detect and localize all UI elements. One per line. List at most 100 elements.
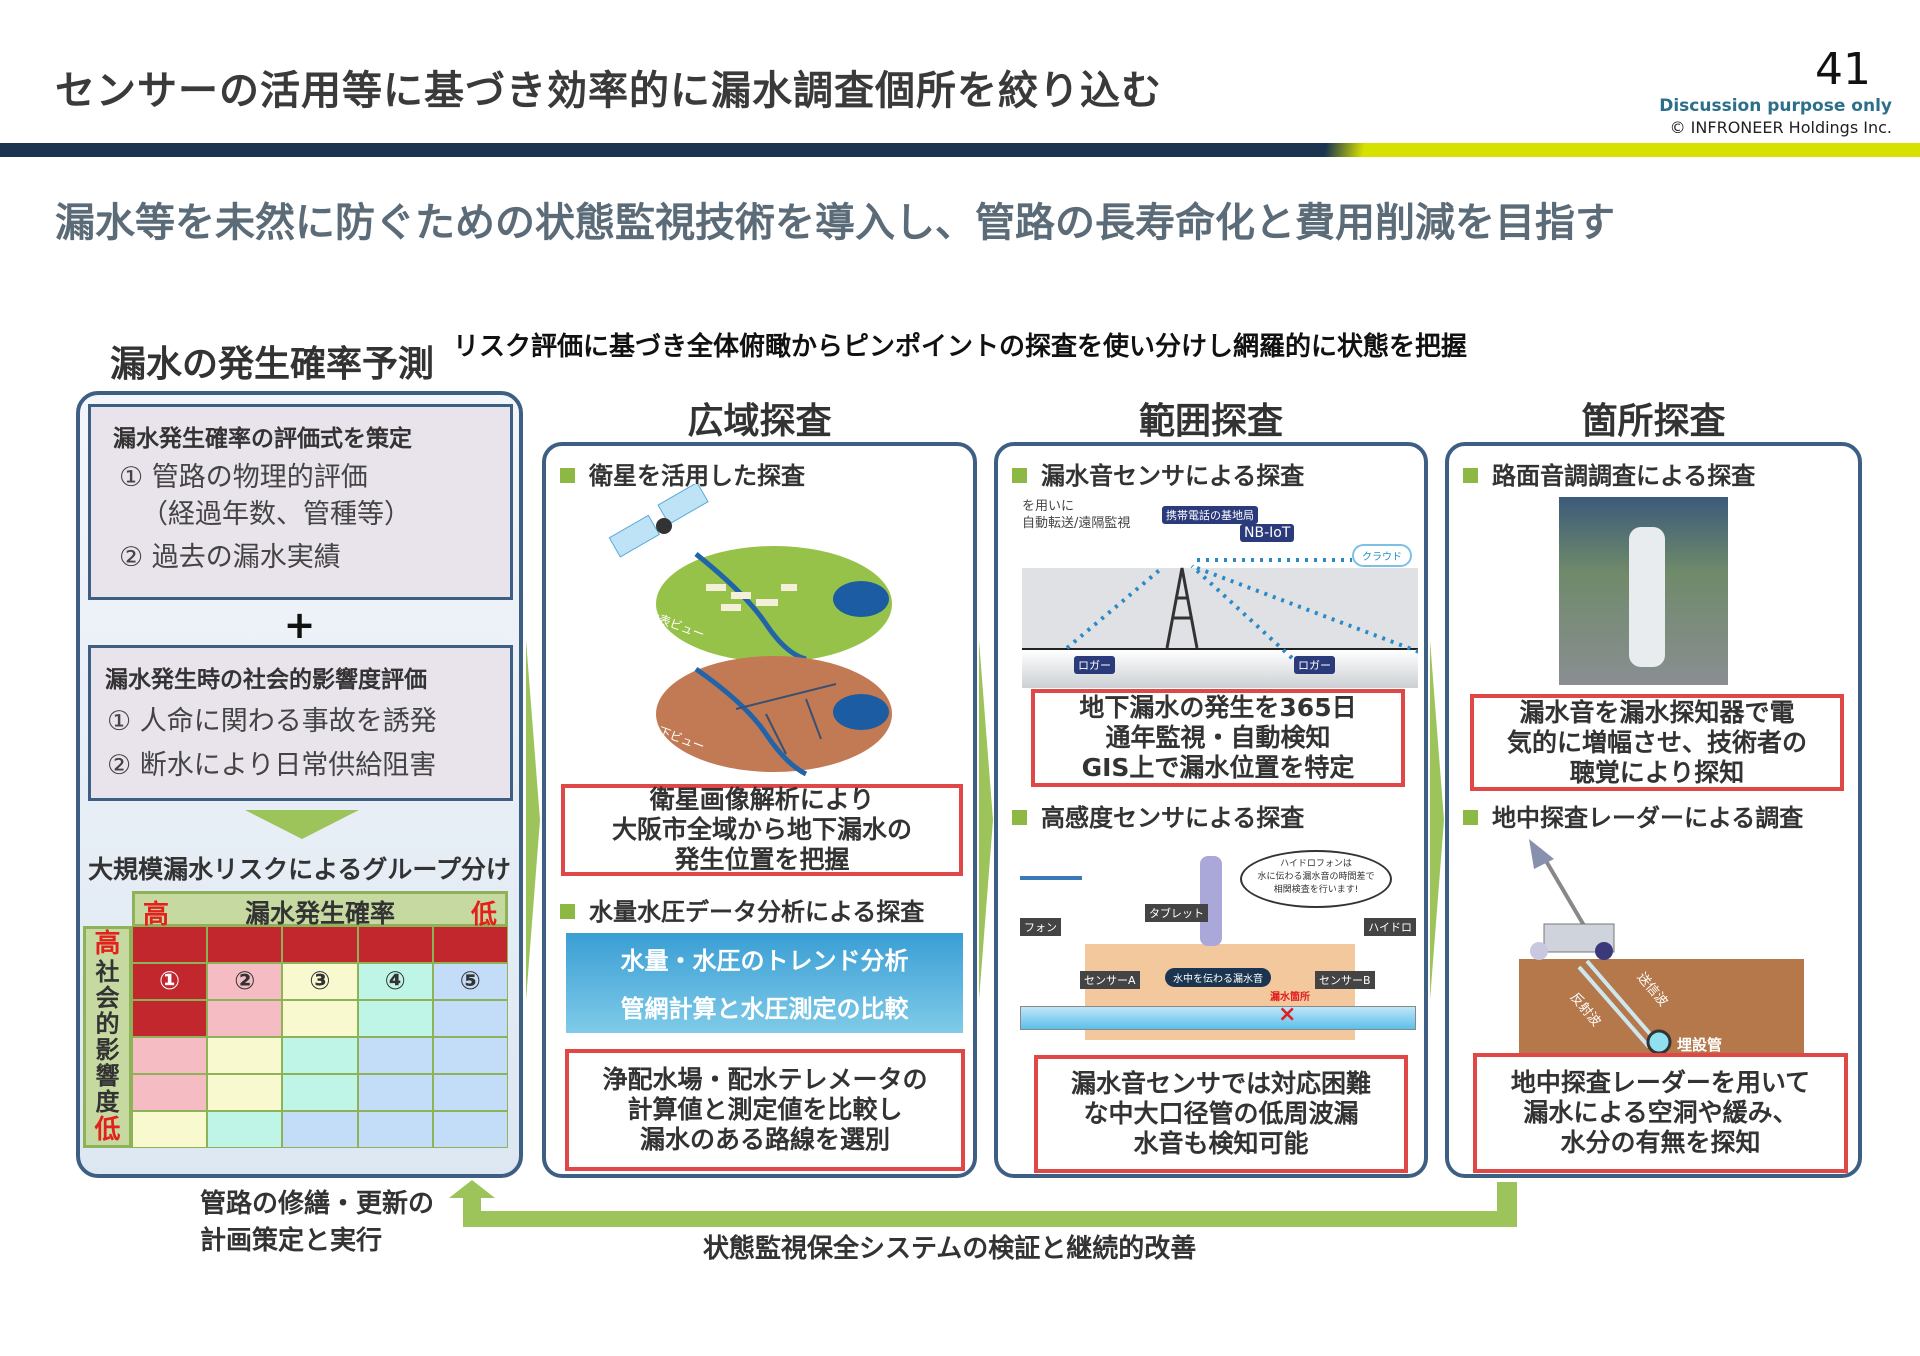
spot-column: 路面音調調査による探査 漏水音を漏水探知器で電気的に増幅させ、技術者の聴覚により… (1445, 442, 1862, 1178)
right-arrow-icon (526, 640, 540, 1000)
plus-sign: + (283, 603, 316, 647)
divider (1020, 876, 1082, 880)
grid-cell (432, 1000, 508, 1037)
section-label: 水量水圧データ分析による探査 (589, 898, 925, 926)
wide-column: 衛星を活用した探査 地表ビュー 地下ビュー 衛星画像解析により大阪市全域から地下… (542, 442, 977, 1178)
grid-x-header: 高 漏水発生確率 低 (132, 891, 508, 930)
section-label: 路面音調調査による探査 (1492, 462, 1756, 490)
bullet-icon (1012, 810, 1027, 825)
box-line: GIS上で漏水位置を特定 (1081, 753, 1355, 782)
grid-cell (357, 926, 433, 963)
grid-cell (357, 1037, 433, 1074)
grid-cell (282, 1111, 358, 1148)
y-axis-char: 的 (95, 1010, 120, 1038)
grid-cell (282, 926, 358, 963)
bullet-icon (1463, 468, 1478, 483)
y-axis-char: 度 (95, 1088, 120, 1116)
grid-cell (132, 1037, 208, 1074)
cycle-text: 状態監視保全システムの検証と継続的改善 (703, 1234, 1197, 1264)
box-line: 漏水による空洞や緩み、 (1523, 1098, 1798, 1127)
impact-title: 漏水発生時の社会的影響度評価 (105, 667, 427, 693)
box-line: 水分の有無を探知 (1560, 1128, 1761, 1157)
page-number: 41 (1815, 44, 1871, 95)
grid-cell (357, 1000, 433, 1037)
grid-cell (132, 1000, 208, 1037)
section-label: 地中探査レーダーによる調査 (1492, 804, 1804, 832)
y-axis-char: 社 (95, 958, 120, 986)
cloud-icon: クラウド (1352, 544, 1412, 567)
grid-cell (432, 926, 508, 963)
hydrophone-label-right: ハイドロ (1364, 918, 1416, 936)
remote-monitor-text: を用いに自動転送/遠隔監視 (1022, 498, 1130, 532)
box-line: 水音も検知可能 (1133, 1129, 1309, 1158)
iot-sensor-illustration: を用いに自動転送/遠隔監視 携帯電話の基地局 NB-IoT クラウド ロガー ロ… (1022, 498, 1418, 688)
grid-cell (132, 1111, 208, 1148)
prediction-panel: 漏水発生確率の評価式を策定 ① 管路の物理的評価 （経過年数、管種等） ② 過去… (76, 391, 523, 1178)
probability-item: ① 管路の物理的評価 (119, 462, 368, 493)
box-line: 衛星画像解析により (649, 785, 875, 814)
section-label: 漏水音センサによる探査 (1041, 462, 1305, 490)
probability-item: （経過年数、管種等） (141, 499, 411, 530)
grid-cell (207, 926, 283, 963)
box-line: 発生位置を把握 (674, 845, 850, 874)
risk-caption-text: リスク評価に基づき全体俯瞰からピンポイントの探査を使い分けし網羅的に状態を把握 (452, 332, 1467, 362)
city-background (1022, 568, 1418, 658)
plan-execution-text: 管路の修繕・更新の計画策定と実行 (200, 1186, 434, 1260)
grid-cell (357, 1074, 433, 1111)
box-line: 聴覚により探知 (1569, 757, 1745, 787)
grid-cell (132, 1074, 208, 1111)
gpr-drawing (1519, 839, 1804, 1054)
plan-line: 管路の修繕・更新の (200, 1189, 435, 1219)
gpr-illustration: 送信波 反射波 埋設管 (1509, 839, 1809, 1054)
group-label: ③ (282, 963, 358, 1000)
satellite-result-box: 衛星画像解析により大阪市全域から地下漏水の発生位置を把握 (561, 784, 963, 876)
sound-label: 水中を伝わる漏水音 (1165, 968, 1271, 987)
box-line: な中大口径管の低周波漏 (1083, 1099, 1359, 1128)
illus-text: を用いに (1022, 499, 1075, 514)
group-label: ① (132, 963, 208, 1000)
plan-line: 計画策定と実行 (200, 1226, 383, 1256)
impact-item: ① 人命に関わる事故を誘発 (107, 706, 437, 737)
box-line: 地中探査レーダーを用いて (1510, 1068, 1811, 1097)
grid-cell (432, 1037, 508, 1074)
hydrophone-label-left: フォン (1020, 918, 1061, 936)
pipe (1020, 1006, 1416, 1030)
right-arrow-icon (1430, 640, 1444, 1000)
leak-x-icon: × (1278, 1002, 1297, 1027)
bullet-icon (1012, 468, 1027, 483)
x-low-label: 低 (470, 900, 497, 930)
satellite-icon (608, 484, 709, 558)
section-label: 高感度センサによる探査 (1041, 804, 1305, 832)
hydrophone-illustration: ハイドロフォンは水に伝わる漏水音の時間差で相関検査を行います! タブレット フォ… (1020, 846, 1416, 1041)
grid-cell (282, 1037, 358, 1074)
box-line: 大阪市全域から地下漏水の (611, 815, 912, 844)
section-title: 水量水圧データ分析による探査 (560, 892, 924, 927)
grid-cell (282, 1000, 358, 1037)
box-line: 通年監視・自動検知 (1105, 723, 1331, 752)
section-title: 路面音調調査による探査 (1463, 456, 1755, 491)
bullet-icon (1463, 810, 1478, 825)
telemeter-result-box: 浄配水場・配水テレメータの計算値と測定値を比較し漏水のある路線を選別 (565, 1049, 965, 1171)
box-line: 地下漏水の発生を365日 (1079, 693, 1357, 722)
subtitle: 漏水等を未然に防ぐための状態監視技術を導入し、管路の長寿命化と費用削減を目指す (55, 200, 1615, 246)
leak-point-label: 漏水箇所 (1270, 992, 1310, 1003)
grid-cell (207, 1111, 283, 1148)
banner-line: 水量・水圧のトレンド分析 (620, 947, 909, 975)
box-line: 浄配水場・配水テレメータの (602, 1065, 928, 1094)
probability-item: ② 過去の漏水実績 (119, 542, 341, 573)
range-column: 漏水音センサによる探査 を用いに自動転送/遠隔監視 携帯電話の基地局 NB-Io… (994, 442, 1428, 1178)
box-line: 漏水音センサでは対応困難 (1070, 1069, 1371, 1098)
grid-cell (357, 1111, 433, 1148)
logger-label: ロガー (1074, 656, 1115, 674)
grid-cell (207, 1037, 283, 1074)
header-band (0, 143, 1920, 157)
bubble-line: ハイドロフォンは (1280, 859, 1352, 869)
section-title: 漏水音センサによる探査 (1012, 456, 1304, 491)
gpr-result-box: 地中探査レーダーを用いて漏水による空洞や緩み、水分の有無を探知 (1473, 1053, 1848, 1173)
box-line: 計算値と測定値を比較し (627, 1095, 903, 1124)
bubble-line: 水に伝わる漏水音の時間差で (1257, 872, 1375, 882)
hydrophone-result-box: 漏水音センサでは対応困難な中大口径管の低周波漏水音も検知可能 (1034, 1055, 1408, 1173)
box-line: 漏水のある路線を選別 (639, 1125, 890, 1154)
grid-y-header: 高 社会的影響度 低 (83, 926, 132, 1148)
